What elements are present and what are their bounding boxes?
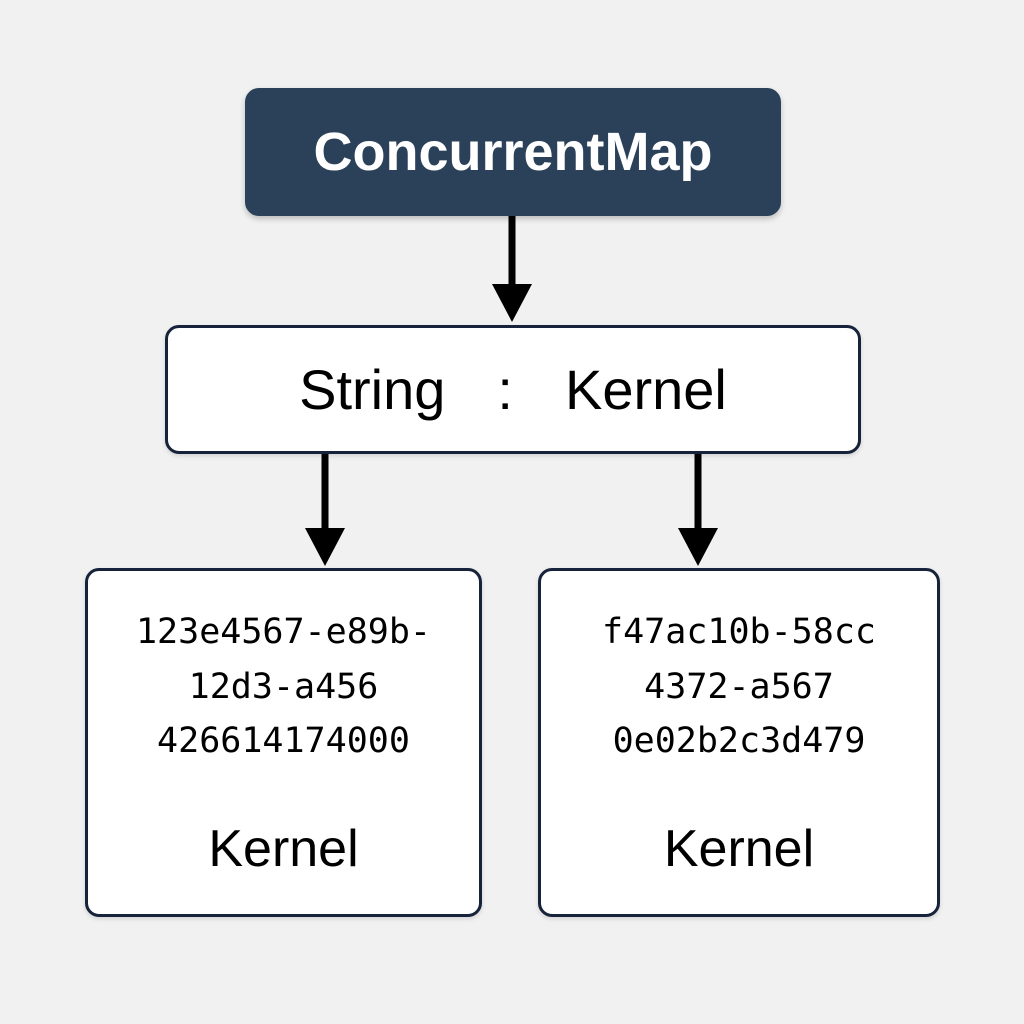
node-kernel-instance-right[interactable]: f47ac10b-58cc 4372-a567 0e02b2c3d479 Ker…: [538, 568, 940, 917]
map-entry-separator: :: [497, 357, 513, 421]
map-entry-row: String : Kernel: [168, 357, 858, 421]
node-kernel-instance-left[interactable]: 123e4567-e89b- 12d3-a456 426614174000 Ke…: [85, 568, 482, 917]
node-concurrent-map[interactable]: ConcurrentMap: [245, 88, 781, 216]
node-concurrent-map-label: ConcurrentMap: [313, 122, 713, 182]
kernel-uuid-left: 123e4567-e89b- 12d3-a456 426614174000: [135, 612, 431, 762]
kernel-uuid-right: f47ac10b-58cc 4372-a567 0e02b2c3d479: [602, 612, 876, 762]
node-map-entry[interactable]: String : Kernel: [165, 325, 861, 454]
map-entry-key-type: String: [299, 357, 446, 421]
kernel-type-label-left: Kernel: [208, 819, 359, 878]
edge-entry-to-leaf-left: [305, 454, 345, 566]
edge-entry-to-leaf-right: [678, 454, 718, 566]
edge-root-to-entry: [492, 216, 532, 322]
map-entry-value-type: Kernel: [564, 357, 727, 421]
kernel-type-label-right: Kernel: [663, 819, 815, 878]
